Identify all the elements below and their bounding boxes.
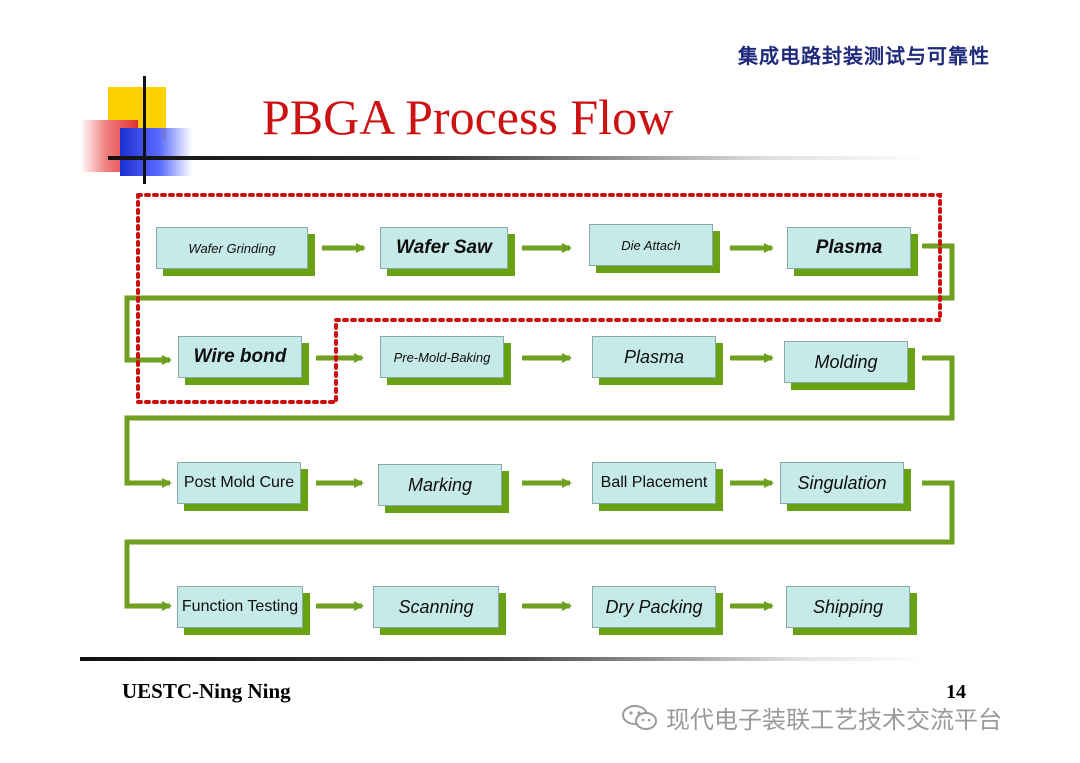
step-wafer-saw: Wafer Saw	[380, 227, 508, 269]
step-function-testing: Function Testing	[177, 586, 303, 628]
page-number: 14	[946, 681, 966, 703]
watermark: 现代电子装联工艺技术交流平台	[620, 700, 1002, 735]
step-plasma-2: Plasma	[592, 336, 716, 378]
step-die-attach: Die Attach	[589, 224, 713, 266]
footer-author: UESTC-Ning Ning	[122, 679, 291, 703]
wechat-icon	[622, 704, 657, 730]
step-ball-placement: Ball Placement	[592, 462, 716, 504]
footer-divider	[80, 657, 930, 661]
decor-blue-square	[120, 128, 192, 176]
step-wafer-grinding: Wafer Grinding	[156, 227, 308, 269]
step-shipping: Shipping	[786, 586, 910, 628]
front-end-highlight	[136, 193, 942, 404]
slide-title: PBGA Process Flow	[262, 89, 674, 145]
step-marking: Marking	[378, 464, 502, 506]
title-underline	[108, 156, 928, 160]
step-wire-bond: Wire bond	[178, 336, 302, 378]
row-connector	[124, 480, 955, 611]
step-singulation: Singulation	[780, 462, 904, 504]
step-pre-mold-baking: Pre-Mold-Baking	[380, 336, 504, 378]
step-scanning: Scanning	[373, 586, 499, 628]
decor-vertical-line	[143, 76, 146, 184]
step-molding: Molding	[784, 341, 908, 383]
watermark-text: 现代电子装联工艺技术交流平台	[666, 706, 1002, 734]
row-connector	[124, 243, 955, 365]
step-plasma-1: Plasma	[787, 227, 911, 269]
step-dry-packing: Dry Packing	[592, 586, 716, 628]
header-subtitle: 集成电路封装测试与可靠性	[738, 44, 990, 68]
row-connector	[124, 355, 955, 488]
step-post-mold-cure: Post Mold Cure	[177, 462, 301, 504]
